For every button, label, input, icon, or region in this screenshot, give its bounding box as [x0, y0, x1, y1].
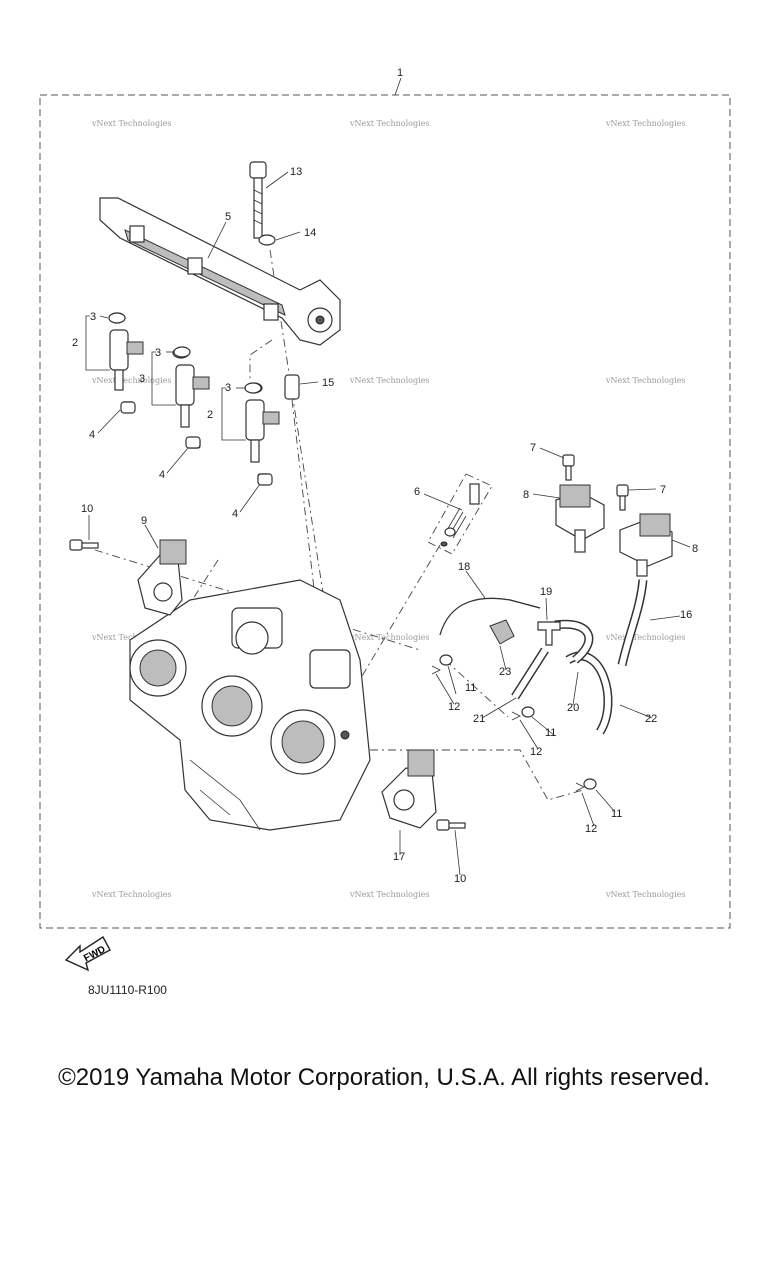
callout-6: 6	[414, 486, 420, 498]
spacer-collar	[284, 374, 300, 400]
o-ring	[173, 346, 191, 358]
fuel-rail	[99, 197, 341, 346]
screw	[562, 454, 575, 481]
watermarks: vNext Technologies vNext Technologies vN…	[91, 119, 685, 899]
callout-18: 18	[458, 561, 470, 573]
callout-2: 2	[72, 337, 78, 349]
callout-3: 3	[90, 311, 96, 323]
vacuum-hose	[512, 648, 548, 699]
callout-11: 11	[611, 808, 622, 820]
watermark: vNext Technologies	[91, 376, 171, 385]
pressure-sensor	[619, 513, 673, 577]
callout-1: 1	[397, 67, 403, 79]
seal	[257, 473, 273, 486]
callout-16: 16	[680, 609, 692, 621]
copyright-notice: ©2019 Yamaha Motor Corporation, U.S.A. A…	[58, 1064, 710, 1091]
callout-10: 10	[454, 873, 466, 885]
fuel-injector	[108, 312, 144, 413]
injector-bracket	[151, 351, 176, 406]
hose-cap	[583, 778, 597, 790]
fuel-injector	[245, 382, 280, 485]
seal	[185, 436, 201, 449]
throttle-position-sensor	[381, 749, 437, 829]
throttle-position-sensor	[137, 539, 187, 616]
hose-clip	[511, 711, 521, 721]
callout-11: 11	[465, 682, 476, 694]
seal	[120, 401, 136, 414]
watermark: vNext Technologies	[605, 890, 685, 899]
adjuster-screw-set	[427, 473, 493, 555]
callout-2: 2	[207, 409, 213, 421]
pressure-sensor	[555, 484, 605, 553]
callout-22: 22	[645, 713, 657, 725]
o-ring	[244, 382, 262, 394]
hose-cap	[521, 706, 535, 718]
forward-direction-arrow: FWD	[64, 935, 111, 972]
vacuum-hose	[554, 621, 592, 663]
fwd-label: FWD	[82, 944, 107, 964]
watermark: vNext Technologies	[349, 376, 429, 385]
watermark: vNext Technologies	[91, 890, 171, 899]
screw	[69, 539, 99, 551]
callout-4: 4	[232, 508, 238, 520]
watermark: vNext Technologies	[605, 119, 685, 128]
watermark: vNext Technologies	[349, 633, 429, 642]
washer	[258, 234, 276, 246]
callout-labels: 1 13 5 14 3 2 3 3 3 15 2 4 7 4 6 7 8 10 …	[72, 67, 698, 885]
callout-12: 12	[530, 746, 542, 758]
callout-14: 14	[304, 227, 316, 239]
watermark: vNext Technologies	[605, 376, 685, 385]
callout-12: 12	[448, 701, 460, 713]
watermark: vNext Technologies	[349, 890, 429, 899]
diagram-code: 8JU1110-R100	[88, 983, 167, 997]
hose-joint	[537, 621, 561, 646]
callout-10: 10	[81, 503, 93, 515]
callout-3: 3	[155, 347, 161, 359]
callout-17: 17	[393, 851, 405, 863]
fuel-rail-bolt	[249, 161, 267, 239]
hose-clip	[575, 782, 585, 792]
callout-20: 20	[567, 702, 579, 714]
parts-diagram: vNext Technologies vNext Technologies vN…	[39, 67, 731, 972]
callout-9: 9	[141, 515, 147, 527]
callout-3: 3	[225, 382, 231, 394]
callout-13: 13	[290, 166, 302, 178]
watermark: vNext Technologies	[605, 633, 685, 642]
injector-bracket	[221, 387, 246, 441]
callout-15: 15	[322, 377, 334, 389]
watermark: vNext Technologies	[349, 119, 429, 128]
o-ring	[108, 312, 126, 324]
callout-7: 7	[530, 442, 536, 454]
callout-4: 4	[89, 429, 95, 441]
screw	[616, 484, 629, 511]
callout-4: 4	[159, 469, 165, 481]
hose-cap	[439, 654, 453, 666]
callout-3: 3	[139, 373, 145, 385]
leader-lines	[88, 77, 691, 876]
callout-12: 12	[585, 823, 597, 835]
assembly-boundary	[39, 94, 731, 929]
vacuum-hose	[619, 579, 646, 666]
watermark: vNext Technologies	[91, 119, 171, 128]
throttle-body	[129, 579, 371, 831]
callout-19: 19	[540, 586, 552, 598]
hose-clip	[431, 665, 441, 675]
screw	[436, 819, 466, 831]
watermark: vNext Technologies	[91, 633, 171, 642]
callout-8: 8	[692, 543, 698, 555]
fuel-injector	[172, 347, 210, 449]
hose-bracket	[489, 619, 515, 645]
callout-8: 8	[523, 489, 529, 501]
callout-5: 5	[225, 211, 231, 223]
vacuum-hose	[439, 597, 541, 636]
callout-21: 21	[473, 713, 485, 725]
injector-bracket	[85, 315, 110, 371]
callout-7: 7	[660, 484, 666, 496]
callout-23: 23	[499, 666, 511, 678]
callout-11: 11	[545, 727, 556, 739]
